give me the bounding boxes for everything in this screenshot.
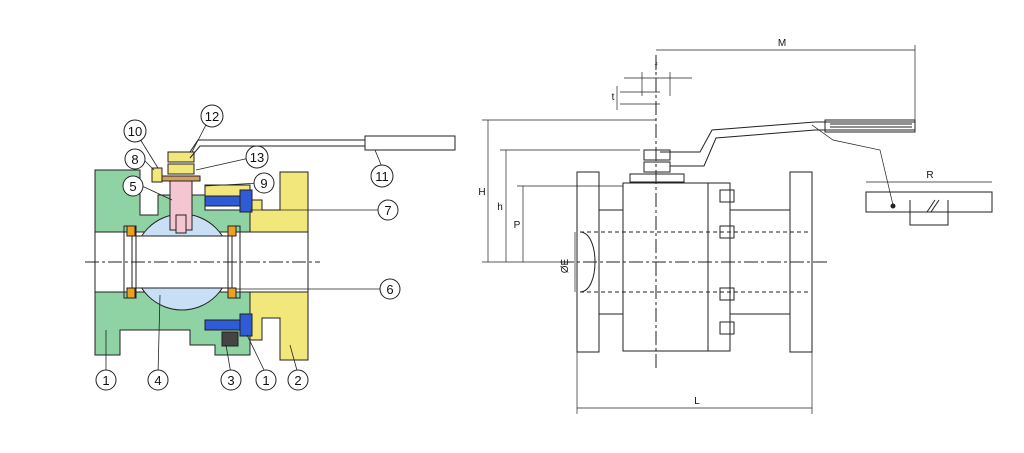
bore-hidden-lines [580, 231, 810, 293]
seat-left-lower [126, 287, 136, 299]
svg-text:13: 13 [250, 150, 264, 165]
dimensions [482, 45, 916, 414]
dim-E: ØE [560, 258, 571, 273]
svg-text:6: 6 [386, 282, 393, 297]
svg-text:4: 4 [154, 373, 161, 388]
callout-10: 10 [123, 119, 147, 143]
callout-7: 7 [377, 199, 399, 221]
dim-L: L [694, 396, 700, 407]
top-nut [643, 149, 671, 161]
callout-1-left: 1 [95, 369, 117, 391]
dim-M: M [778, 38, 786, 49]
seat-right [227, 225, 237, 237]
svg-text:2: 2 [294, 373, 301, 388]
grip-detail [865, 181, 993, 226]
bolt-lower-head [239, 313, 253, 337]
seat-right-lower [227, 287, 237, 299]
right-bolt-ring [707, 182, 731, 352]
handle-grip-outline [824, 119, 916, 133]
stem-key [175, 214, 187, 234]
svg-text:3: 3 [227, 373, 234, 388]
dim-R: R [926, 170, 933, 181]
svg-text:1: 1 [262, 373, 269, 388]
callout-4: 4 [147, 369, 169, 391]
top-washer [629, 173, 685, 183]
bolt-upper-head [239, 189, 253, 213]
ring-bolts [719, 189, 735, 335]
outline-handle [660, 121, 915, 153]
handle-lever-lower [189, 145, 365, 159]
callout-1-right: 1 [255, 369, 277, 391]
svg-text:12: 12 [205, 109, 219, 124]
svg-text:5: 5 [129, 179, 136, 194]
callout-13: 13 [245, 145, 269, 169]
dim-h: h [497, 202, 503, 213]
callout-6: 6 [379, 278, 401, 300]
seat-left [126, 225, 136, 237]
stem-nut-2 [167, 163, 195, 175]
svg-text:8: 8 [131, 152, 138, 167]
callout-8: 8 [124, 148, 146, 170]
gasket-block [221, 331, 239, 347]
handle-lever [189, 139, 365, 153]
callout-12: 12 [200, 104, 224, 128]
dim-P: P [514, 220, 521, 231]
dim-f: f [655, 62, 658, 73]
center-body [622, 182, 709, 352]
dim-H: H [478, 187, 485, 198]
callouts: 1 4 3 1 2 5 6 7 [95, 104, 401, 391]
svg-text:7: 7 [384, 203, 391, 218]
callout-11: 11 [370, 164, 394, 188]
callout-9: 9 [253, 172, 275, 194]
stem-washer [161, 175, 201, 182]
grip-ridges [830, 123, 912, 131]
svg-text:11: 11 [375, 169, 389, 184]
svg-text:9: 9 [260, 176, 267, 191]
section-view [85, 135, 456, 361]
callout-2: 2 [287, 369, 309, 391]
dimension-labels: M f t H h P ØE L R [478, 38, 933, 407]
outline-handle-lower [670, 129, 915, 167]
outline-view [560, 55, 916, 370]
dim-t: t [612, 92, 615, 103]
callout-5: 5 [122, 175, 144, 197]
stem-nut [167, 151, 195, 163]
top-nut-2 [643, 161, 671, 173]
svg-text:1: 1 [102, 373, 109, 388]
handle-grip [364, 135, 456, 151]
stop-plate [151, 167, 163, 183]
callout-3: 3 [220, 369, 242, 391]
svg-text:10: 10 [128, 124, 142, 139]
